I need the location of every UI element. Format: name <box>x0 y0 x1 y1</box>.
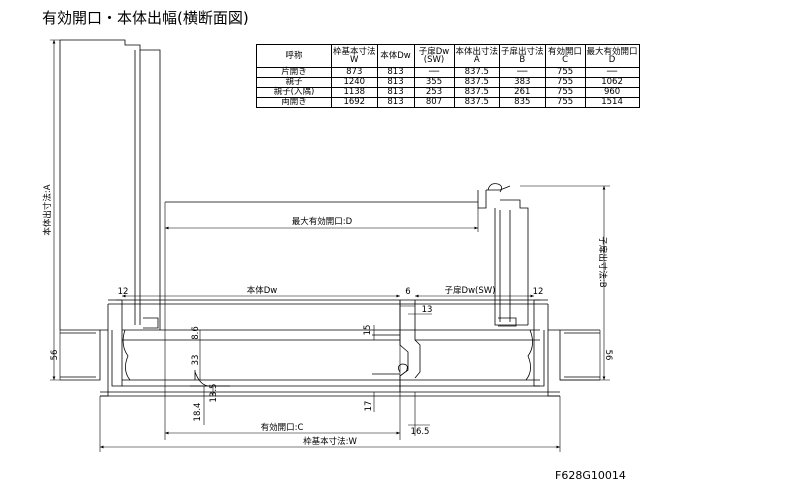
dimension-lines <box>50 39 610 452</box>
dim-15: 15 <box>363 325 373 336</box>
outline-lines <box>59 39 600 397</box>
left-jamb <box>60 300 123 397</box>
drawing-code: F628G10014 <box>555 469 626 482</box>
spec-row-name: 両開き <box>256 97 332 108</box>
right-jamb-wall <box>564 332 600 378</box>
extension-lines <box>50 39 610 452</box>
label-d: 最大有効開口:D <box>292 216 353 227</box>
child-door-outline <box>477 185 529 325</box>
spec-header-cell: 呼称 <box>256 44 332 68</box>
left-seal <box>122 329 131 381</box>
body-door-inner <box>134 50 159 329</box>
spec-header-cell: 本体Dw <box>376 44 415 68</box>
child-door-inner <box>494 208 528 327</box>
right-jamb <box>533 300 600 397</box>
spec-cell: 1514 <box>584 97 640 108</box>
page-title: 有効開口・本体出幅(横断面図) <box>42 9 249 27</box>
child-door-hinge <box>487 183 502 193</box>
label-c: 有効開口:C <box>261 422 304 433</box>
dim-13: 13 <box>422 305 433 315</box>
label-a: 本体出寸法:A <box>42 184 53 235</box>
label-w: 枠基本寸法:W <box>303 436 357 447</box>
dimension-values: 12 12 6 13 15 8.6 33 13.5 18.4 17 16.5 5… <box>50 287 613 437</box>
spec-header-cell: 子扉Dw(SW) <box>413 44 455 68</box>
right-seal <box>525 329 533 381</box>
dim-12-left: 12 <box>118 287 129 297</box>
dim-13-5: 13.5 <box>209 384 219 403</box>
small-dim-lines <box>59 299 601 426</box>
threshold-detail <box>190 370 230 387</box>
body-door-outline <box>59 39 161 330</box>
spec-cell: 807 <box>413 97 455 108</box>
dim-33: 33 <box>191 355 201 366</box>
dim-17: 17 <box>364 401 374 412</box>
dim-16-5: 16.5 <box>411 427 430 437</box>
drawing-labels: 本体出寸法:A 子扉出寸法:B 最大有効開口:D 本体Dw 子扉Dw(SW) 有… <box>42 184 608 447</box>
dim-56-left: 56 <box>50 350 60 361</box>
dim-56-right: 56 <box>603 350 613 361</box>
label-b: 子扉出寸法:B <box>597 236 608 287</box>
frame-mid-lines <box>122 329 540 387</box>
dim-18-4: 18.4 <box>193 403 203 422</box>
label-child-dw: 子扉Dw(SW) <box>445 285 496 296</box>
dim-6: 6 <box>405 287 410 297</box>
label-body-dw: 本体Dw <box>247 285 278 296</box>
dim-8-6: 8.6 <box>191 326 201 340</box>
left-jamb-wall <box>60 332 96 378</box>
frame-top-line <box>108 299 548 305</box>
frame-bottom-line <box>100 391 560 397</box>
dim-12-right: 12 <box>533 287 544 297</box>
body-panel-stop <box>372 334 400 375</box>
